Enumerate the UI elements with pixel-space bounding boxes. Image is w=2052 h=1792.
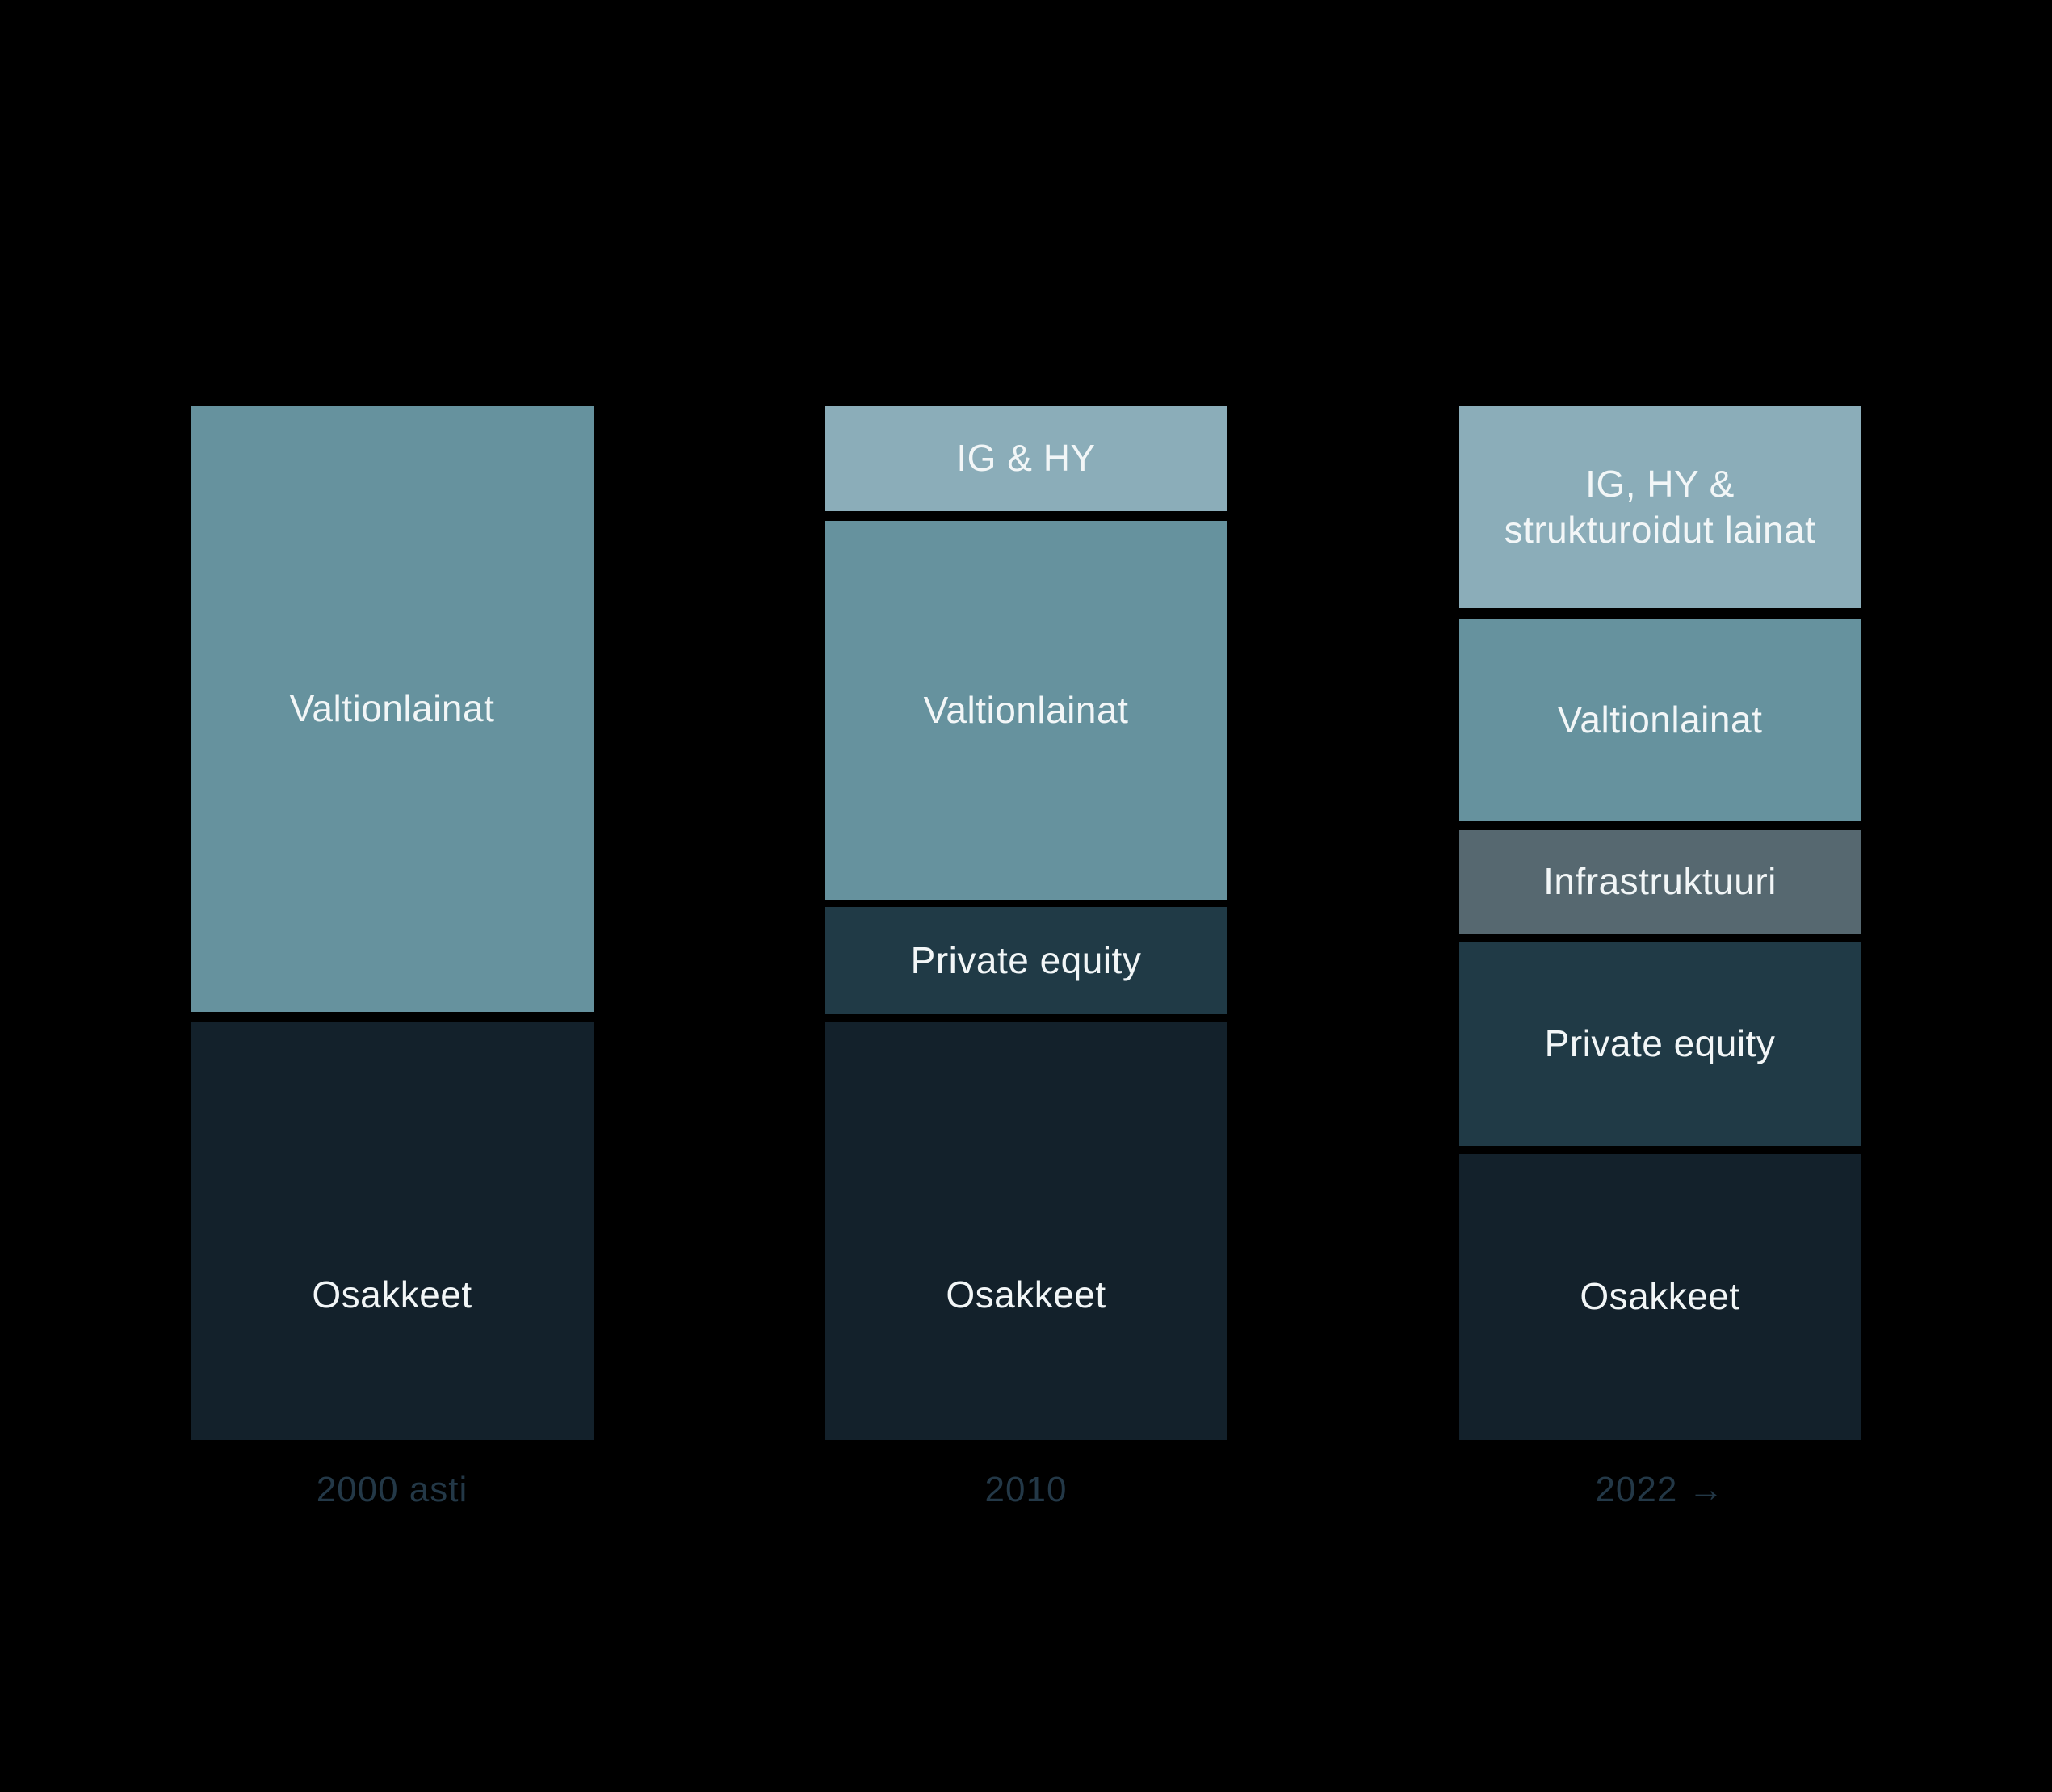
segment-label-osakkeet: Osakkeet [312, 1274, 472, 1316]
segment-valtionlainat: Valtionlainat [825, 521, 1227, 900]
segment-label-osakkeet: Osakkeet [946, 1274, 1106, 1316]
segment-label-valtionlainat: Valtionlainat [289, 687, 495, 730]
segment-osakkeet: Osakkeet [1459, 1154, 1861, 1440]
segment-label-ig-hy-strukturoidut-lainat: IG, HY & strukturoidut lainat [1504, 462, 1816, 552]
segment-ig-hy-strukturoidut-lainat: IG, HY & strukturoidut lainat [1459, 406, 1861, 608]
segment-label-valtionlainat: Valtionlainat [1557, 698, 1763, 741]
segment-label-valtionlainat: Valtionlainat [923, 688, 1129, 731]
segment-label-private-equity: Private equity [910, 938, 1142, 981]
segment-label-ig-hy: IG & HY [956, 437, 1096, 480]
segment-osakkeet: Osakkeet [825, 1022, 1227, 1440]
segment-label-infrastruktuuri: Infrastruktuuri [1543, 860, 1777, 903]
axis-label-2000-asti: 2000 asti [316, 1470, 468, 1509]
segment-valtionlainat: Valtionlainat [1459, 619, 1861, 821]
segment-infrastruktuuri: Infrastruktuuri [1459, 830, 1861, 934]
segment-private-equity: Private equity [825, 907, 1227, 1014]
segment-valtionlainat: Valtionlainat [191, 406, 594, 1012]
axis-label-2022: 2022 → [1595, 1470, 1725, 1509]
segment-osakkeet: Osakkeet [191, 1022, 594, 1440]
segment-private-equity: Private equity [1459, 942, 1861, 1146]
axis-label-2010: 2010 [984, 1470, 1068, 1509]
segment-label-osakkeet: Osakkeet [1580, 1275, 1740, 1318]
segment-label-private-equity: Private equity [1544, 1022, 1776, 1064]
segment-ig-hy: IG & HY [825, 406, 1227, 511]
